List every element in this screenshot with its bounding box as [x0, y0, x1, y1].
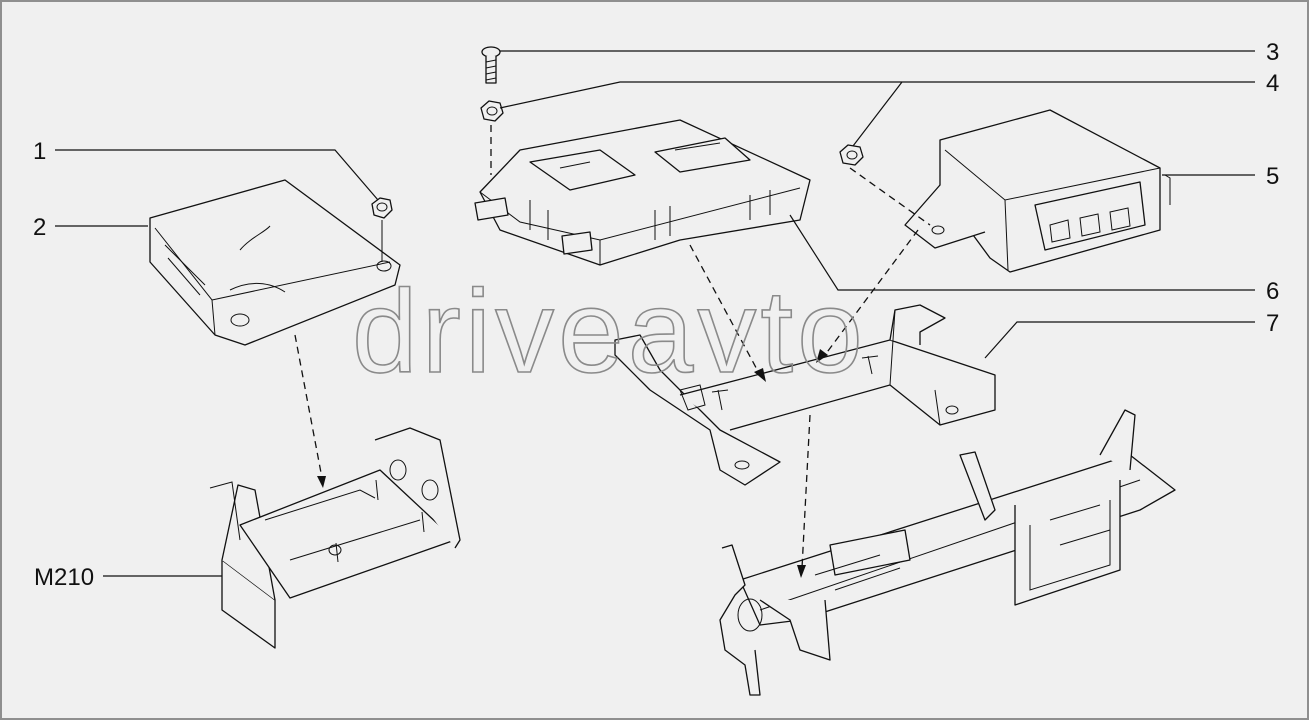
callout-labels: 1 2 3 4 5 6 7 M210 — [33, 39, 1279, 591]
nut-left[interactable] — [371, 197, 393, 262]
callout-1: 1 — [33, 138, 46, 165]
nut-center[interactable] — [480, 100, 504, 175]
watermark: driveavto — [352, 266, 867, 398]
leader-6 — [789, 214, 1255, 291]
leader-1 — [55, 149, 379, 201]
leader-4 — [499, 81, 1255, 147]
screw[interactable] — [481, 46, 501, 84]
nut-right[interactable] — [839, 144, 864, 166]
leader-7 — [984, 321, 1255, 359]
dashboard-crossbar — [719, 409, 1176, 696]
callout-2: 2 — [33, 214, 46, 241]
callout-5: 5 — [1266, 163, 1279, 190]
mounting-bracket[interactable] — [614, 304, 996, 486]
assembly-arrows — [294, 167, 931, 578]
callout-6: 6 — [1266, 278, 1279, 305]
callout-4: 4 — [1266, 70, 1279, 97]
leader-lines — [55, 50, 1255, 577]
callout-3: 3 — [1266, 39, 1279, 66]
control-unit-left[interactable] — [149, 179, 401, 346]
callout-m210: M210 — [34, 564, 94, 591]
relay-unit-right[interactable] — [904, 109, 1171, 273]
control-unit-center[interactable] — [474, 119, 811, 266]
bracket-m210[interactable] — [209, 427, 461, 649]
callout-7: 7 — [1266, 310, 1279, 337]
